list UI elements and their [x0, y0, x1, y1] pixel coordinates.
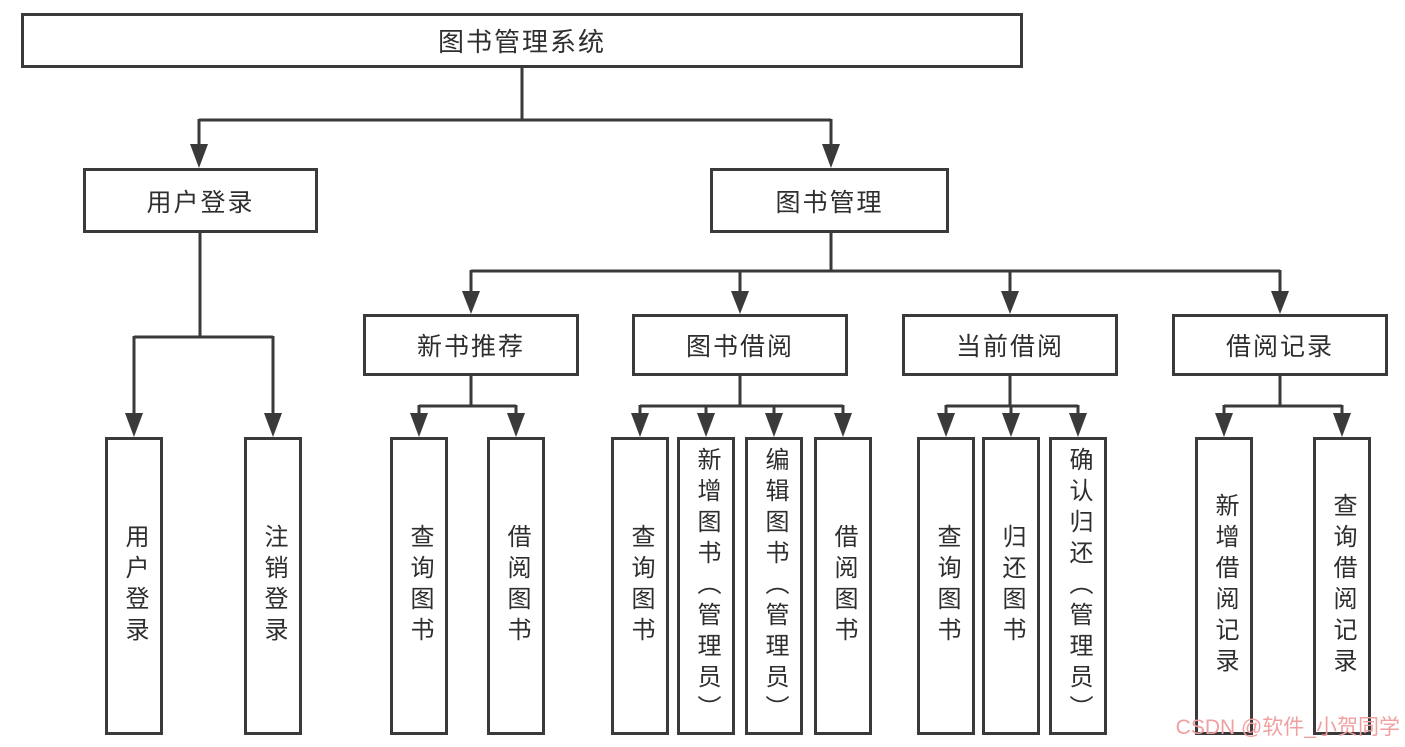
leaf-borrow-books: 借阅图书 — [814, 437, 872, 735]
leaf-label: 查询图书 — [627, 524, 654, 648]
leaf-label: 用户登录 — [121, 524, 148, 648]
leaf-label: 查询图书 — [933, 524, 960, 648]
leaf-logout: 注销登录 — [244, 437, 302, 735]
leaf-label: 编辑图书（管理员） — [761, 446, 788, 726]
node-label: 图书管理 — [775, 188, 884, 217]
node-label: 图书借阅 — [685, 333, 794, 361]
leaf-label: 查询图书 — [406, 524, 433, 648]
node-label: 用户登录 — [146, 188, 255, 217]
leaf-label: 归还图书 — [998, 524, 1025, 648]
leaf-borrow-books-recommend: 借阅图书 — [487, 437, 545, 735]
leaf-label: 新增图书（管理员） — [693, 446, 720, 726]
node-label: 新书推荐 — [416, 333, 525, 361]
leaf-confirm-return-admin: 确认归还（管理员） — [1049, 437, 1107, 735]
node-label: 当前借阅 — [955, 333, 1064, 361]
leaf-label: 新增借阅记录 — [1211, 493, 1238, 679]
leaf-label: 确认归还（管理员） — [1065, 446, 1092, 726]
node-label: 借阅记录 — [1225, 333, 1334, 361]
leaf-query-books-borrow: 查询图书 — [611, 437, 669, 735]
node-new-book-recommend: 新书推荐 — [363, 314, 579, 376]
leaf-add-book-admin: 新增图书（管理员） — [677, 437, 735, 735]
arrowheads — [125, 144, 1351, 437]
node-user-login: 用户登录 — [83, 168, 318, 233]
leaf-label: 注销登录 — [260, 524, 287, 648]
node-book-borrowing: 图书借阅 — [632, 314, 848, 376]
leaf-query-borrow-record: 查询借阅记录 — [1313, 437, 1371, 735]
leaf-query-books-recommend: 查询图书 — [390, 437, 448, 735]
leaf-label: 借阅图书 — [830, 524, 857, 648]
leaf-label: 借阅图书 — [503, 524, 530, 648]
watermark: CSDN @软件_小贺同学 — [1175, 716, 1400, 739]
node-borrowing-records: 借阅记录 — [1172, 314, 1388, 376]
leaf-query-books-current: 查询图书 — [917, 437, 975, 735]
node-library-management-system: 图书管理系统 — [21, 13, 1023, 68]
node-label: 图书管理系统 — [437, 27, 606, 57]
leaf-add-borrow-record: 新增借阅记录 — [1195, 437, 1253, 735]
leaf-edit-book-admin: 编辑图书（管理员） — [745, 437, 803, 735]
node-book-management: 图书管理 — [710, 168, 949, 233]
node-current-borrowing: 当前借阅 — [902, 314, 1118, 376]
leaf-label: 查询借阅记录 — [1329, 493, 1356, 679]
leaf-user-login: 用户登录 — [105, 437, 163, 735]
leaf-return-book: 归还图书 — [982, 437, 1040, 735]
